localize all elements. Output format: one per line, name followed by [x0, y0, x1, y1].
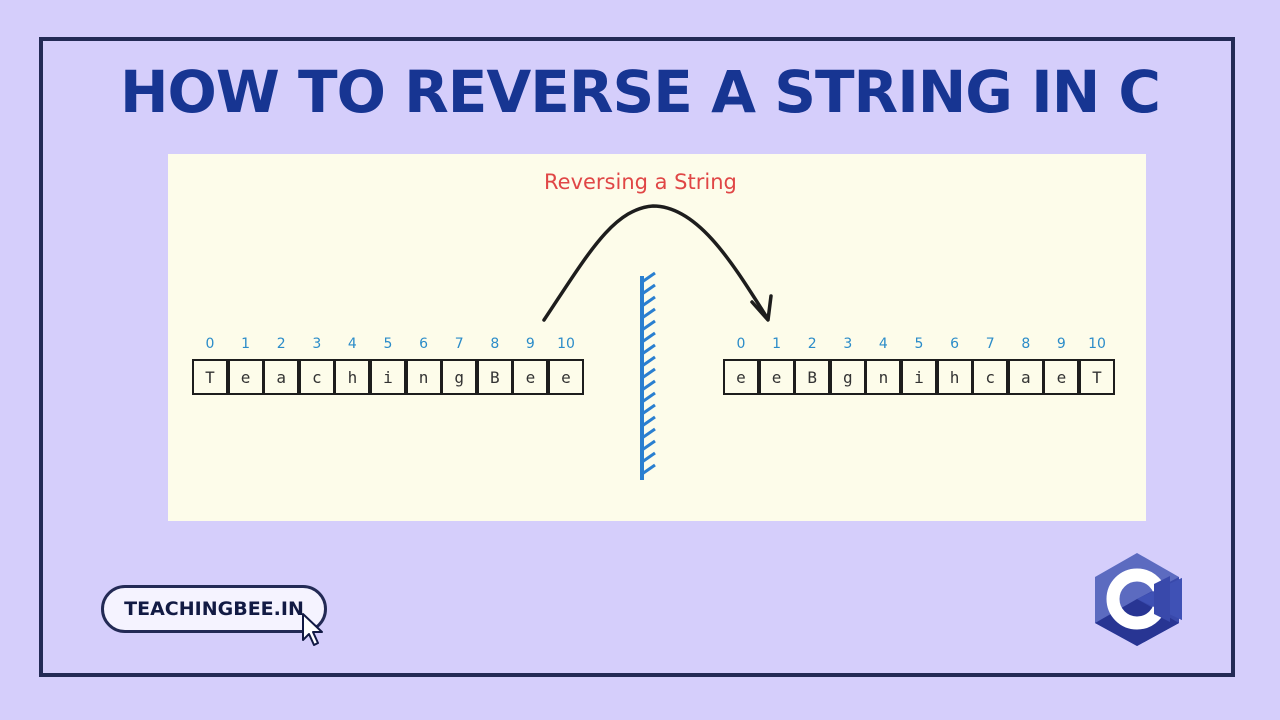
page-title: HOW TO REVERSE A STRING IN C — [120, 58, 1161, 126]
mirror-hatch — [641, 295, 656, 308]
reversed-char-cell-0: e — [723, 359, 759, 395]
reversed-char-cell-10: T — [1079, 359, 1115, 395]
original-index-4: 4 — [347, 336, 357, 352]
original-char-cell-5: i — [370, 359, 406, 395]
original-char-cell-1: e — [227, 359, 264, 395]
original-char-cell-8: B — [476, 359, 513, 395]
mirror-hatch — [641, 427, 656, 440]
reversed-char-cell-1: e — [758, 359, 795, 395]
mirror-hatch — [641, 415, 656, 428]
c-language-logo-icon — [1095, 553, 1182, 646]
reversed-char-cell-9: e — [1043, 359, 1080, 395]
original-char-cell-7: g — [441, 359, 478, 395]
curved-arrow — [542, 204, 768, 322]
original-index-8: 8 — [490, 336, 500, 352]
reversed-index-3: 3 — [843, 336, 853, 352]
mirror-hatches — [641, 271, 656, 476]
mirror-hatch — [641, 331, 656, 344]
original-index-10: 10 — [557, 336, 575, 352]
original-char-cell-10: e — [548, 359, 584, 395]
original-index-5: 5 — [383, 336, 393, 352]
reversed-char-cell-7: c — [972, 359, 1009, 395]
mirror-hatch — [641, 391, 656, 404]
reversed-char-cell-2: B — [794, 359, 831, 395]
mirror-hatch — [641, 307, 656, 320]
reversed-char-cell-8: a — [1007, 359, 1044, 395]
mouse-pointer-icon — [302, 613, 323, 646]
mirror-hatch — [641, 451, 656, 464]
reversed-index-2: 2 — [807, 336, 817, 352]
mirror-hatch — [641, 283, 656, 296]
original-index-9: 9 — [525, 336, 535, 352]
original-char-cell-4: h — [334, 359, 371, 395]
original-index-0: 0 — [205, 336, 215, 352]
reversed-index-8: 8 — [1021, 336, 1031, 352]
reversed-index-10: 10 — [1088, 336, 1106, 352]
mirror-hatch — [641, 463, 656, 476]
reversed-char-cell-4: n — [865, 359, 902, 395]
original-char-cell-6: n — [405, 359, 442, 395]
reversed-index-6: 6 — [950, 336, 960, 352]
mirror-hatch — [641, 403, 656, 416]
original-char-cell-9: e — [512, 359, 549, 395]
reversed-index-0: 0 — [736, 336, 746, 352]
reversed-index-7: 7 — [985, 336, 995, 352]
page-frame — [39, 37, 1235, 677]
mirror-hatch — [641, 355, 656, 368]
reversed-char-cell-5: i — [901, 359, 937, 395]
mirror-hatch — [641, 439, 656, 452]
reversed-index-4: 4 — [878, 336, 888, 352]
diagram-drawing — [542, 204, 773, 480]
reversed-index-9: 9 — [1056, 336, 1066, 352]
original-index-6: 6 — [419, 336, 429, 352]
reversed-char-cell-6: h — [936, 359, 973, 395]
original-index-2: 2 — [276, 336, 286, 352]
original-index-7: 7 — [454, 336, 464, 352]
mirror-hatch — [641, 271, 656, 284]
original-char-cell-0: T — [192, 359, 228, 395]
mirror-hatch — [641, 367, 656, 380]
original-char-cell-3: c — [298, 359, 335, 395]
diagram-label: Reversing a String — [544, 170, 737, 194]
reversed-char-cell-3: g — [829, 359, 866, 395]
mirror-hatch — [641, 343, 656, 356]
reversed-index-5: 5 — [914, 336, 924, 352]
mirror-hatch — [641, 379, 656, 392]
arrow-head-icon — [750, 294, 773, 322]
reversed-index-1: 1 — [772, 336, 782, 352]
original-char-cell-2: a — [263, 359, 300, 395]
original-index-1: 1 — [241, 336, 251, 352]
mirror-hatch — [641, 319, 656, 332]
original-index-3: 3 — [312, 336, 322, 352]
site-badge[interactable]: TEACHINGBEE.IN — [101, 585, 327, 633]
